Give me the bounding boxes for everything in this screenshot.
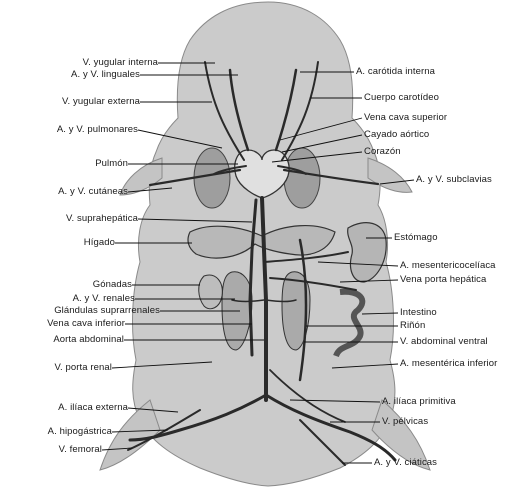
- label-corazon: Corazón: [364, 146, 401, 157]
- label-vena-cava-inferior: Vena cava inferior: [47, 318, 125, 329]
- label-gonadas: Gónadas: [93, 279, 132, 290]
- label-a-mesentericoceliaca: A. mesentericocelíaca: [400, 260, 496, 271]
- label-vena-porta-hepatica: Vena porta hepática: [400, 274, 486, 285]
- label-higado: Hígado: [84, 237, 115, 248]
- label-a-v-linguales: A. y V. linguales: [71, 69, 140, 80]
- label-a-mesenterica-inferior: A. mesentérica inferior: [400, 358, 497, 369]
- label-estomago: Estómago: [394, 232, 438, 243]
- label-a-iliaca-externa: A. ilíaca externa: [58, 402, 128, 413]
- label-intestino: Intestino: [400, 307, 437, 318]
- label-v-yugular-interna: V. yugular interna: [83, 57, 158, 68]
- label-v-porta-renal: V. porta renal: [54, 362, 112, 373]
- label-cayado-aortico: Cayado aórtico: [364, 129, 429, 140]
- label-a-v-ciaticas: A. y V. ciáticas: [374, 457, 437, 468]
- label-glandulas-suprarrenales: Glándulas suprarrenales: [54, 305, 160, 316]
- label-a-iliaca-primitiva: A. ilíaca primitiva: [382, 396, 456, 407]
- label-v-yugular-externa: V. yugular externa: [62, 96, 140, 107]
- label-cuerpo-carotideo: Cuerpo carotídeo: [364, 92, 439, 103]
- label-v-pelvicas: V. pélvicas: [382, 416, 428, 427]
- label-a-v-pulmonares: A. y V. pulmonares: [57, 124, 138, 135]
- label-v-femoral: V. femoral: [59, 444, 102, 455]
- label-v-suprahepatica: V. suprahepática: [66, 213, 138, 224]
- label-rinon: Riñón: [400, 320, 425, 331]
- gonads: [199, 275, 223, 309]
- label-a-v-renales: A. y V. renales: [73, 293, 135, 304]
- label-a-v-subclavias: A. y V. subclavias: [416, 174, 492, 185]
- label-vena-cava-superior: Vena cava superior: [364, 112, 447, 123]
- label-pulmon: Pulmón: [95, 158, 128, 169]
- label-aorta-abdominal: Aorta abdominal: [53, 334, 124, 345]
- label-a-v-cutaneas: A. y V. cutáneas: [58, 186, 128, 197]
- label-a-carotida-interna: A. carótida interna: [356, 66, 435, 77]
- label-a-hipogastrica: A. hipogástrica: [48, 426, 112, 437]
- label-v-abdominal-ventral: V. abdominal ventral: [400, 336, 488, 347]
- left-lung: [194, 148, 230, 208]
